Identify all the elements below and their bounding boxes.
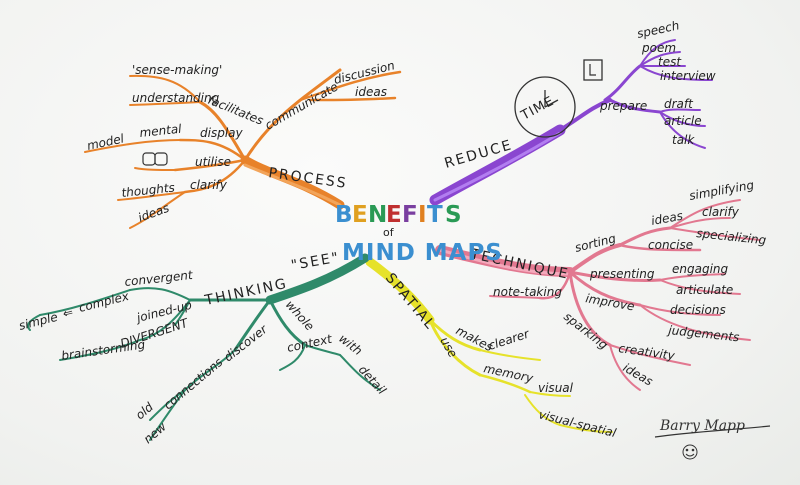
word-with: with — [336, 331, 365, 358]
spatial-main-branch — [365, 257, 435, 325]
central-title: B E N E F I T S of MIND MAPS — [335, 202, 503, 266]
title-letter: F — [402, 202, 419, 228]
word-facilitates: facilitates — [206, 93, 266, 128]
branch-technique — [435, 199, 761, 391]
box-icon — [583, 59, 603, 81]
title-letter: E — [386, 202, 403, 228]
word-discussion: discussion — [332, 58, 396, 87]
word-article: article — [664, 114, 702, 128]
word-visual: visual — [538, 381, 574, 395]
word-ideas-tech: ideas — [650, 209, 684, 228]
word-sorting: sorting — [573, 231, 617, 255]
word-utilise: utilise — [195, 155, 231, 169]
word-decisions: decisions — [670, 303, 726, 317]
word-presenting: presenting — [589, 267, 655, 281]
word-sparking: sparking — [561, 309, 611, 352]
box-marker — [589, 64, 596, 76]
process-words: PROCESS 'sense-making' understanding fac… — [86, 58, 396, 225]
word-ideas-tech-2: ideas — [621, 360, 656, 388]
word-understanding: understanding — [132, 91, 220, 105]
clock-icon — [514, 76, 576, 138]
word-memory: memory — [482, 361, 535, 385]
word-old: old — [133, 400, 156, 423]
branch-reduce — [429, 39, 713, 206]
word-judgements: judgements — [666, 323, 740, 345]
title-letter: S — [445, 202, 463, 228]
title-subtitle: MIND MAPS — [342, 240, 503, 266]
word-interview: interview — [660, 69, 716, 83]
title-letter: T — [427, 202, 444, 228]
word-convergent: convergent — [124, 268, 195, 289]
word-simple: simple — [17, 310, 59, 333]
thinking-label: THINKING — [203, 276, 290, 309]
word-time: TIME — [518, 94, 557, 124]
word-test: test — [658, 55, 682, 69]
word-poem: poem — [641, 41, 676, 55]
word-model: model — [86, 131, 126, 153]
word-specializing: specializing — [696, 226, 768, 247]
title-connector: of — [383, 226, 395, 239]
title-letter: E — [352, 202, 369, 228]
word-engaging: engaging — [672, 262, 729, 276]
word-display: display — [200, 126, 244, 140]
spatial-label: SPATIAL — [382, 270, 439, 333]
word-communicate: communicate — [263, 80, 341, 133]
arrow-icon: ⇐ — [61, 305, 74, 321]
smiley-icon — [682, 444, 698, 460]
signature-underline — [654, 425, 771, 438]
word-new: new — [141, 420, 169, 447]
title-letter: B — [335, 202, 354, 228]
word-ideas-process: ideas — [355, 85, 387, 99]
word-complex: complex — [77, 289, 131, 315]
word-simplifying: simplifying — [688, 178, 755, 203]
see-label: "SEE" — [290, 250, 341, 274]
signature: Barry Mapp — [654, 418, 771, 460]
word-ideas-process-2: ideas — [136, 201, 171, 225]
word-talk: talk — [672, 133, 695, 147]
word-thoughts: thoughts — [121, 180, 176, 200]
word-articulate: articulate — [676, 283, 733, 297]
brain-icon — [142, 152, 168, 166]
word-clarify-process: clarify — [190, 178, 228, 192]
branch-process — [84, 68, 402, 229]
word-speech: speech — [636, 18, 681, 41]
title-letter: N — [368, 202, 388, 228]
word-discover: discover — [221, 322, 270, 365]
branch-spatial — [365, 257, 613, 433]
word-improve: improve — [584, 291, 635, 313]
word-clarify-tech: clarify — [702, 205, 740, 219]
word-connections: connections — [161, 355, 225, 412]
title-letter: I — [418, 202, 428, 228]
word-prepare: prepare — [599, 99, 647, 113]
word-sense-making: 'sense-making' — [132, 63, 222, 77]
word-clearer: clearer — [487, 326, 532, 353]
word-mental: mental — [139, 122, 183, 140]
reduce-words: REDUCE TIME speech poem test interview p… — [443, 18, 716, 172]
word-concise: concise — [648, 238, 693, 252]
branch-thinking — [27, 253, 381, 441]
word-note-taking: note-taking — [493, 285, 562, 299]
thinking-main-branch — [265, 253, 370, 305]
word-creativity: creativity — [618, 341, 677, 363]
word-detail: detail — [356, 363, 389, 398]
word-draft: draft — [664, 97, 694, 111]
word-visual-spatial: visual-spatial — [537, 407, 618, 440]
